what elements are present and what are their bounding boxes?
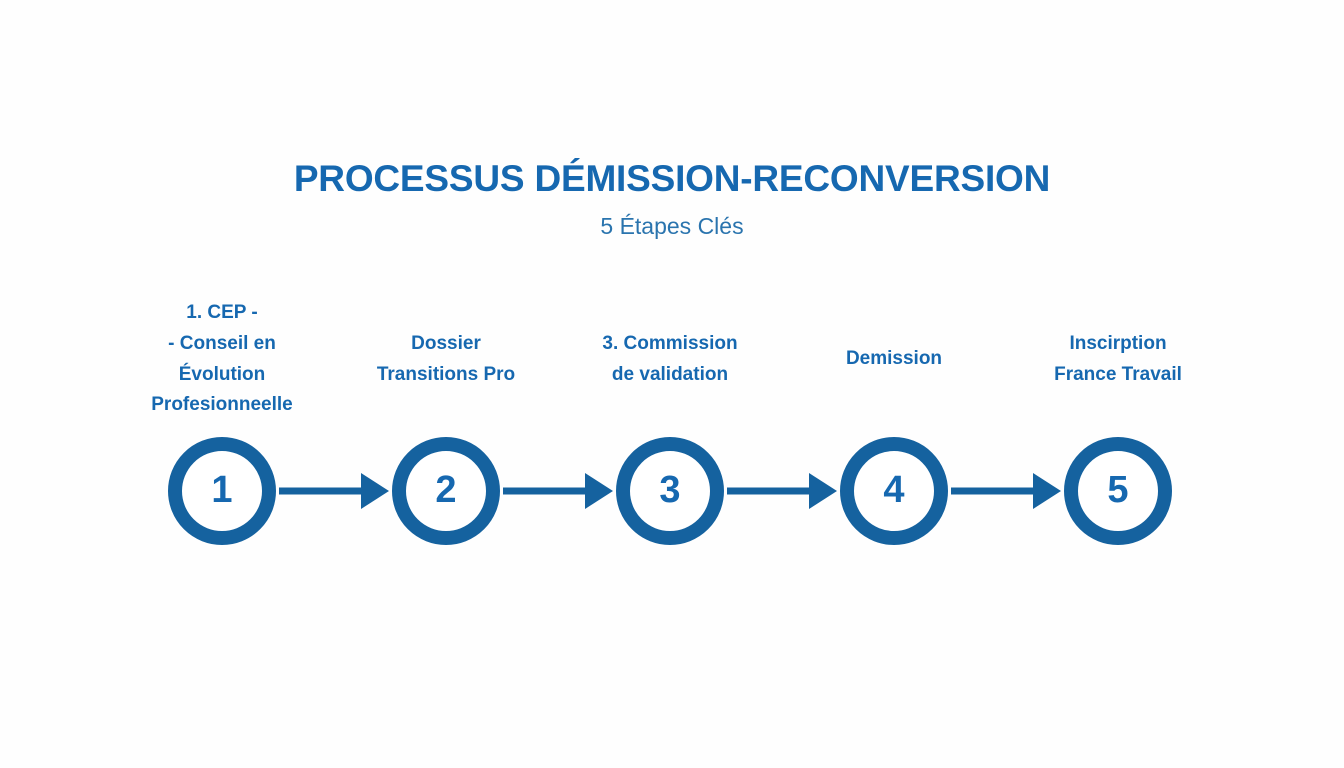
step-label-line: Transitions Pro [376, 363, 516, 385]
step-number: 2 [435, 469, 457, 511]
step-label-line: Profesionneelle [151, 394, 293, 416]
step-label-4: Demission [789, 292, 999, 427]
step-number: 5 [1107, 469, 1129, 511]
step-label-line: Dossier [411, 332, 481, 354]
step-label-line: Évolution [178, 363, 266, 385]
step-label-line: de validation [611, 363, 729, 385]
arrow-right-icon [279, 472, 389, 510]
page-subtitle: 5 Étapes Clés [600, 213, 744, 240]
step-label-line: Inscirption [1069, 332, 1167, 354]
step-number: 3 [659, 469, 681, 511]
step-number: 4 [883, 469, 905, 511]
arrow-right-icon [503, 472, 613, 510]
step-label-line: - Conseil en [168, 332, 276, 354]
step-node-3[interactable]: 3 [616, 437, 724, 545]
step-label-line: 3. Commission [602, 332, 738, 354]
step-node-5[interactable]: 5 [1064, 437, 1172, 545]
page-title: PROCESSUS DÉMISSION-RECONVERSION [293, 158, 1051, 199]
header: PROCESSUS DÉMISSION-RECONVERSION 5 Étape… [0, 158, 1344, 241]
arrow-right-icon [951, 472, 1061, 510]
step-number: 1 [211, 469, 233, 511]
arrow-right-icon [727, 472, 837, 510]
step-node-4[interactable]: 4 [840, 437, 948, 545]
step-nodes-row: 1 2 3 4 5 [112, 437, 1232, 552]
step-label-line: 1. CEP - [186, 301, 258, 323]
step-node-1[interactable]: 1 [168, 437, 276, 545]
step-label-3: 3. Commission de validation [565, 292, 775, 427]
step-label-line: France Travail [1054, 363, 1182, 385]
step-label-line: Demission [845, 348, 943, 370]
step-node-2[interactable]: 2 [392, 437, 500, 545]
